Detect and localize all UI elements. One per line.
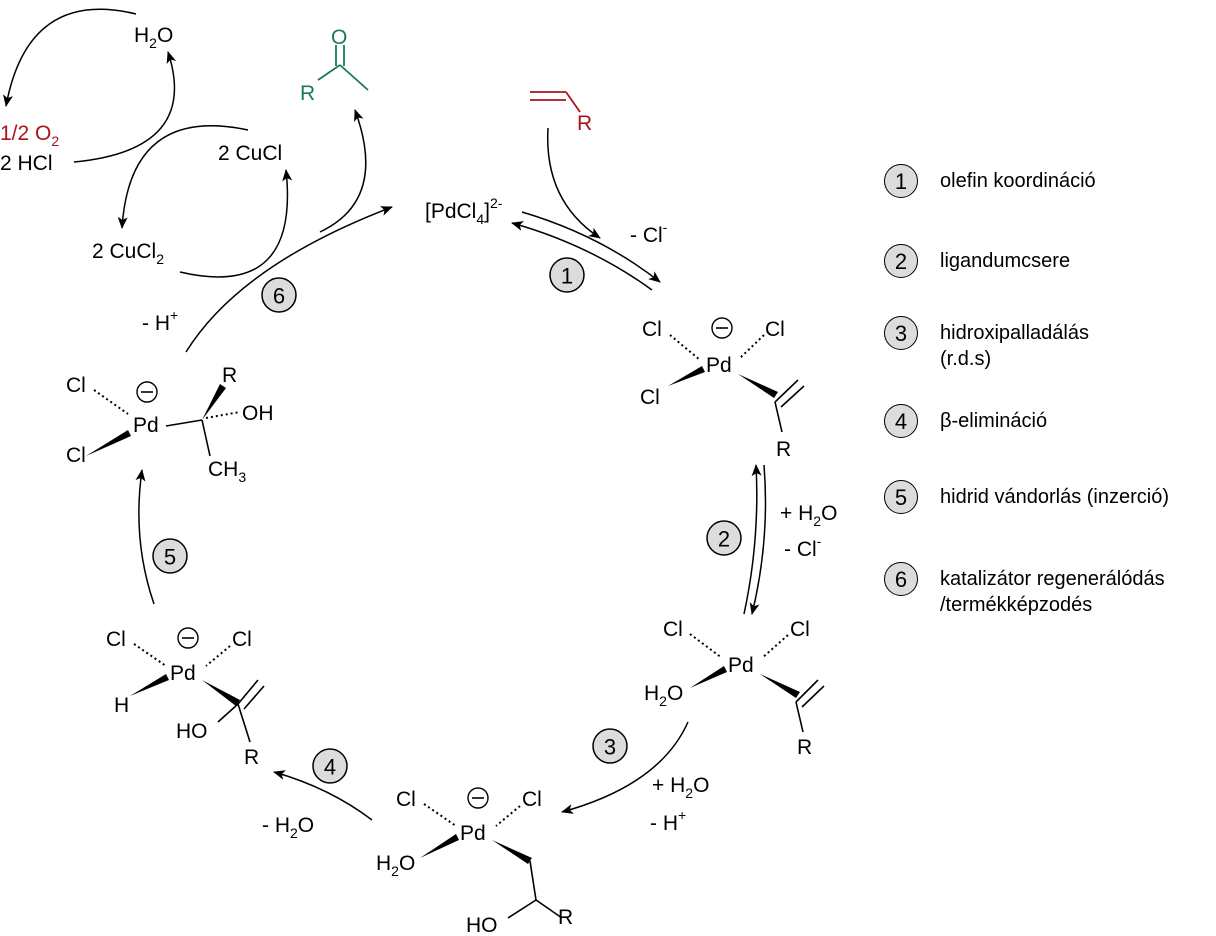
alkene-reactant: R xyxy=(530,91,592,135)
copper-cycle-hcl: 2 HCl xyxy=(0,152,53,175)
legend-text-6-line1: katalizátor regenerálódás xyxy=(940,568,1165,590)
c1-cl-bottom: Cl xyxy=(640,386,660,409)
legend-number-3: 3 xyxy=(884,316,918,350)
c3-pd: Pd xyxy=(460,822,486,845)
c2-h2o: H2O xyxy=(644,682,683,709)
step2-reagent-chloride: - Cl- xyxy=(784,533,822,561)
alkene-r: R xyxy=(577,112,592,135)
product-o: O xyxy=(331,26,347,49)
c1-cl-top-right: Cl xyxy=(765,318,785,341)
legend-text-2: ligandumcsere xyxy=(940,250,1071,272)
legend-text-1: olefin koordináció xyxy=(940,170,1096,192)
h2o-to-o2-arrow xyxy=(3,8,137,107)
c2-cl-top-right: Cl xyxy=(790,618,810,641)
c1-cl-top-left: Cl xyxy=(642,318,662,341)
step4-arrow xyxy=(273,770,373,821)
cucl2-to-cucl-arrow xyxy=(179,169,293,278)
cucl-to-cucl2-arrow xyxy=(117,125,249,229)
complex-4-hydride: Cl Cl Pd H HO R xyxy=(106,627,265,769)
step-number-2: 2 xyxy=(718,527,730,552)
step3-reagent-proton: - H+ xyxy=(650,807,686,835)
ketone-product: O R xyxy=(300,26,369,105)
legend-text-6: katalizátor regenerálódás /termékképzodé… xyxy=(940,566,1165,618)
step2-reverse-arrow xyxy=(743,464,762,615)
c2-r: R xyxy=(797,736,812,759)
complex-2-aqua: Cl Cl Pd H2O R xyxy=(644,618,825,759)
c3-h2o: H2O xyxy=(376,852,415,879)
pdcl4-label: [PdCl4]2- xyxy=(425,195,503,227)
copper-cycle-h2o: H2O xyxy=(134,24,173,51)
c3-ho: HO xyxy=(466,914,498,936)
step2-reagent-water: + H2O xyxy=(780,502,837,529)
step1-forward-arrow xyxy=(521,211,661,283)
c4-h: H xyxy=(114,694,129,717)
legend-text-3-line1: hidroxipalladálás xyxy=(940,322,1089,344)
c4-r: R xyxy=(244,746,259,769)
step-number-5: 5 xyxy=(164,545,176,570)
hcl-to-h2o-arrow xyxy=(73,51,177,163)
c5-cl-bottom: Cl xyxy=(66,444,86,467)
c5-r: R xyxy=(222,364,237,387)
c5-cl-top: Cl xyxy=(66,374,86,397)
c1-pd: Pd xyxy=(706,354,732,377)
step-number-1: 1 xyxy=(561,264,573,289)
legend-text-4: β-elimináció xyxy=(940,410,1048,432)
step-circle-6: 6 xyxy=(261,277,297,313)
c5-ch3: CH3 xyxy=(208,458,246,485)
step-number-6: 6 xyxy=(273,284,285,309)
step1-reagent: - Cl- xyxy=(630,219,668,247)
step6-arrow xyxy=(185,206,393,353)
c4-cl-top-left: Cl xyxy=(106,628,126,651)
c3-cl-top-left: Cl xyxy=(396,788,416,811)
step3-reagent-water: + H2O xyxy=(652,774,709,801)
complex-3-hydroxyalkyl: Cl Cl Pd H2O HO R xyxy=(376,787,573,936)
step-circle-3: 3 xyxy=(592,728,628,764)
c3-r: R xyxy=(558,906,573,929)
step4-reagent: - H2O xyxy=(262,814,314,841)
copper-cycle-cucl: 2 CuCl xyxy=(218,142,282,165)
step6-reagent: - H+ xyxy=(142,307,178,335)
step-circle-2: 2 xyxy=(706,520,742,556)
alkene-entry-arrow xyxy=(546,127,601,239)
c5-pd: Pd xyxy=(133,414,159,437)
legend-number-6: 6 xyxy=(884,562,918,596)
legend-text-3-line2: (r.d.s) xyxy=(940,348,992,370)
step2-forward-arrow xyxy=(749,464,767,615)
complex-1-olefin: Cl Cl Pd Cl R xyxy=(640,317,805,461)
step-number-4: 4 xyxy=(324,755,336,780)
copper-cycle-cucl2: 2 CuCl2 xyxy=(92,240,164,267)
step3-arrow xyxy=(561,721,689,814)
step-circle-4: 4 xyxy=(312,748,348,784)
c4-pd: Pd xyxy=(170,662,196,685)
complex-5-alkyl: Cl Pd Cl R OH CH3 xyxy=(66,364,274,485)
step1-reverse-arrow xyxy=(511,221,653,291)
step-circle-1: 1 xyxy=(549,257,585,293)
legend-text-6-line2: /termékképzodés xyxy=(940,594,1093,616)
legend-number-1: 1 xyxy=(884,164,918,198)
legend-number-5: 5 xyxy=(884,480,918,514)
product-release-arrow xyxy=(319,109,367,233)
c5-oh: OH xyxy=(242,402,274,425)
copper-cycle-o2: 1/2 O2 xyxy=(0,122,59,149)
c2-pd: Pd xyxy=(728,654,754,677)
c3-cl-top-right: Cl xyxy=(522,788,542,811)
legend-number-4: 4 xyxy=(884,404,918,438)
legend-text-3: hidroxipalladálás (r.d.s) xyxy=(940,320,1089,372)
c2-cl-top-left: Cl xyxy=(663,618,683,641)
c4-ho: HO xyxy=(176,720,208,743)
step5-arrow xyxy=(135,469,155,605)
product-r: R xyxy=(300,82,315,105)
c4-cl-top-right: Cl xyxy=(232,628,252,651)
legend-text-5: hidrid vándorlás (inzerció) xyxy=(940,486,1169,508)
step-circle-5: 5 xyxy=(152,538,188,574)
step-number-3: 3 xyxy=(604,735,616,760)
step-number-circles: 1 2 3 4 5 6 xyxy=(152,257,742,784)
c1-r: R xyxy=(776,438,791,461)
legend-number-2: 2 xyxy=(884,244,918,278)
